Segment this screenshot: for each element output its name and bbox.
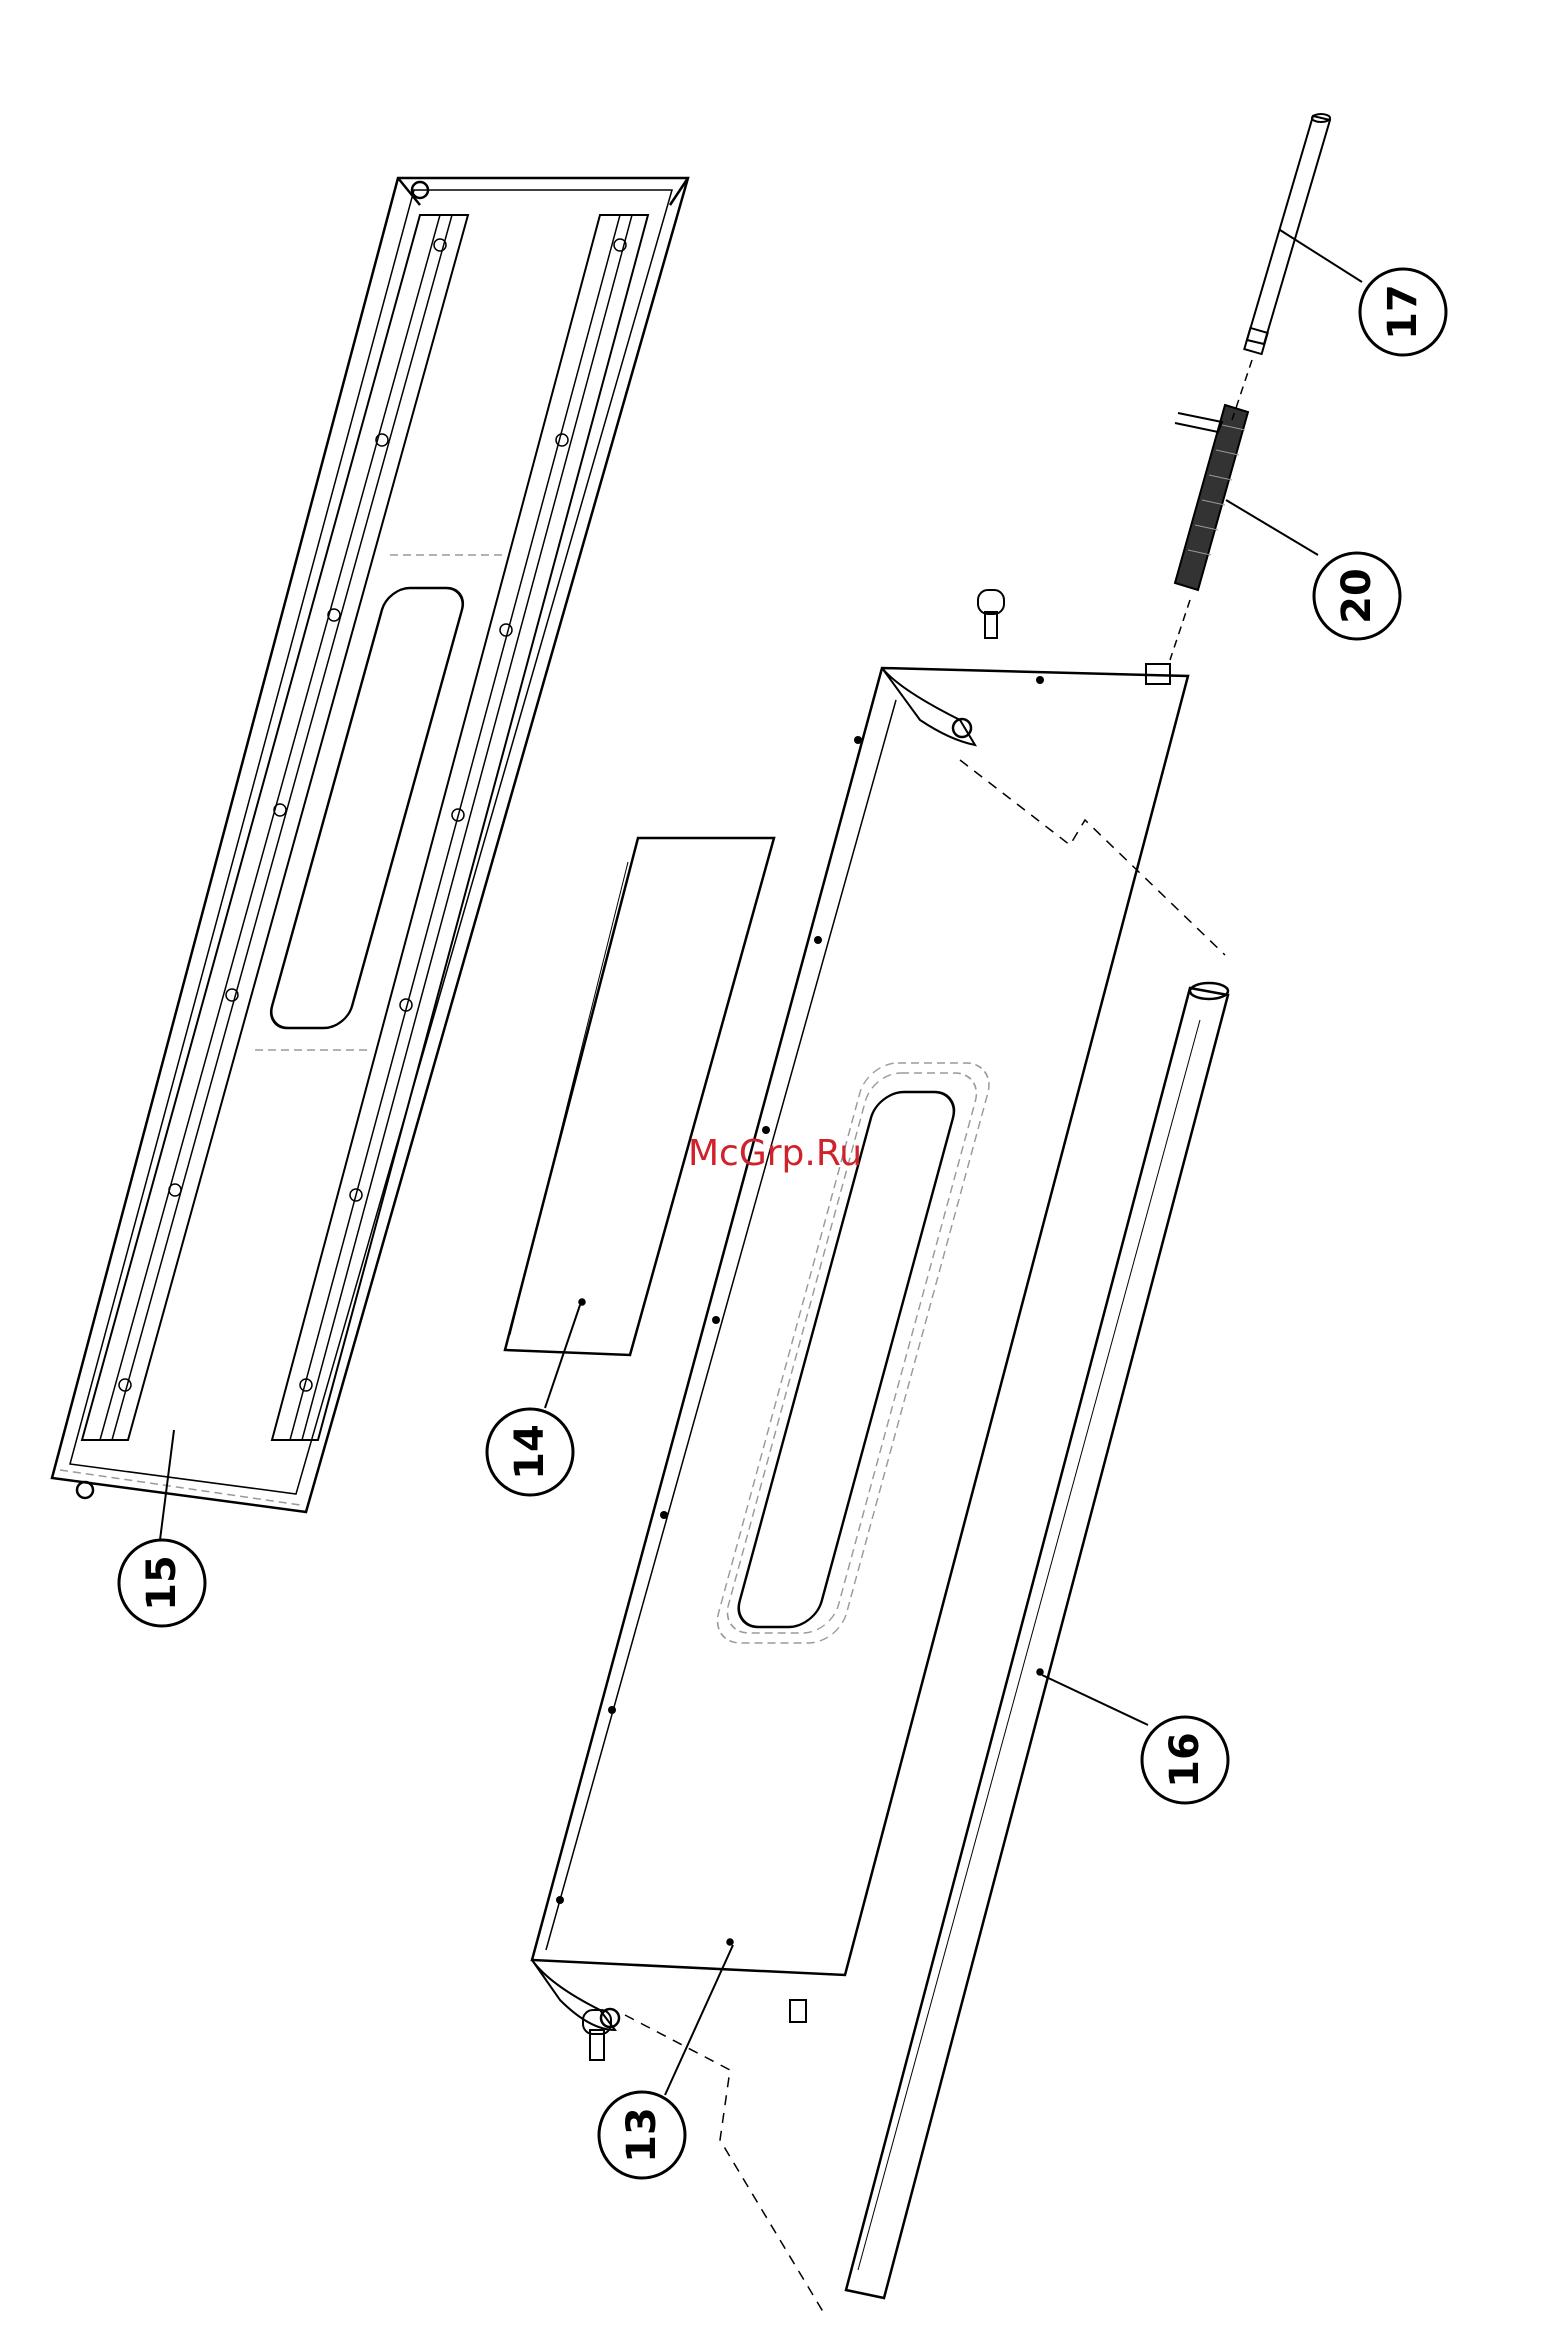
part-20-threaded-handle [1170,405,1248,660]
callout-13: 13 [599,2092,685,2178]
callout-17: 17 [1360,269,1446,355]
callout-label-15: 15 [139,1555,185,1611]
watermark-text: McGrp.Ru [688,1133,862,1174]
callout-label-16: 16 [1162,1732,1208,1788]
callout-15: 15 [119,1540,205,1626]
callout-label-13: 13 [619,2107,665,2163]
callout-14: 14 [487,1409,573,1495]
callout-label-17: 17 [1380,284,1426,340]
part-16-rod [846,983,1228,2298]
part-17-pin [1232,114,1330,420]
callout-label-14: 14 [507,1424,553,1480]
callout-16: 16 [1142,1717,1228,1803]
callout-label-20: 20 [1334,568,1380,624]
part-15-frame [52,178,688,1512]
callout-20: 20 [1314,553,1400,639]
